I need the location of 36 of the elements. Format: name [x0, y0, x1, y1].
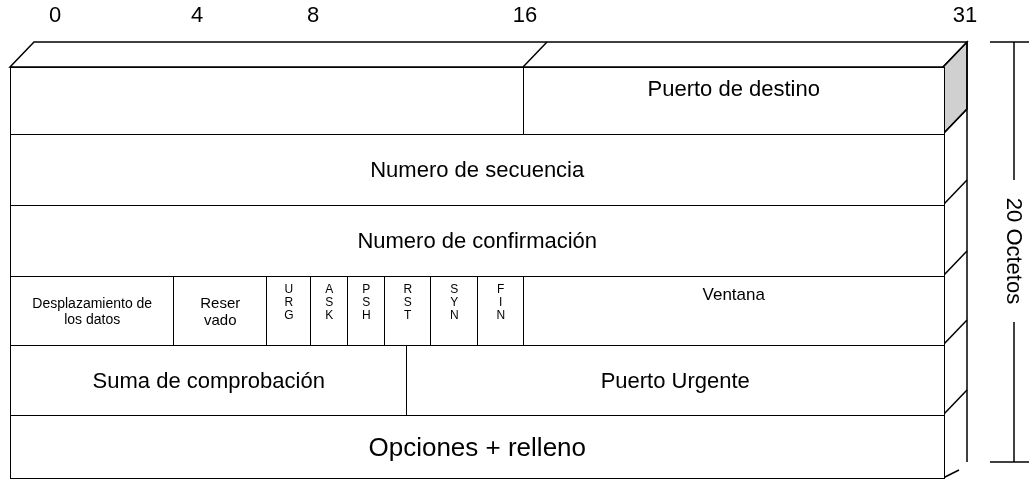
- field-label: URG: [284, 281, 294, 323]
- field-label: Opciones + relleno: [368, 431, 586, 463]
- field-cell: [406, 345, 945, 417]
- field-cell: [10, 276, 175, 347]
- bit-position-number: 0: [48, 2, 62, 28]
- field-cell: [173, 276, 268, 347]
- bit-position-number: 8: [306, 2, 320, 28]
- dimension-label: 20 Octetos: [1001, 197, 1027, 305]
- field-cell: [310, 276, 349, 347]
- field-cell: [266, 276, 312, 347]
- field-label: Puerto de destino: [647, 76, 820, 102]
- field-label: ASK: [324, 281, 334, 323]
- field-label: Desplazamiento de los datos: [32, 295, 153, 328]
- bit-position-number: 16: [512, 2, 538, 28]
- field-label: PSH: [361, 281, 371, 323]
- field-label: Puerto Urgente: [600, 367, 750, 394]
- field-cell: [384, 276, 432, 347]
- field-label: Ventana: [702, 285, 765, 305]
- field-cell: [10, 205, 945, 278]
- field-cell: [347, 276, 386, 347]
- field-label: Reser vado: [199, 294, 242, 329]
- field-cell: [10, 415, 945, 479]
- field-label: Numero de secuencia: [370, 157, 585, 184]
- field-cell: [10, 345, 408, 417]
- field-cell: [430, 276, 479, 347]
- field-label: Suma de comprobación: [92, 367, 325, 394]
- field-label: RST: [403, 281, 413, 323]
- field-label: FIN: [496, 281, 506, 323]
- bit-position-number: 4: [190, 2, 204, 28]
- field-cell: [523, 67, 945, 136]
- field-cell: [477, 276, 525, 347]
- field-label: SYN: [449, 281, 459, 323]
- field-cell: [10, 134, 945, 207]
- field-label: Numero de confirmación: [357, 228, 598, 255]
- field-cell: [523, 276, 945, 347]
- bit-position-number: 31: [952, 2, 978, 28]
